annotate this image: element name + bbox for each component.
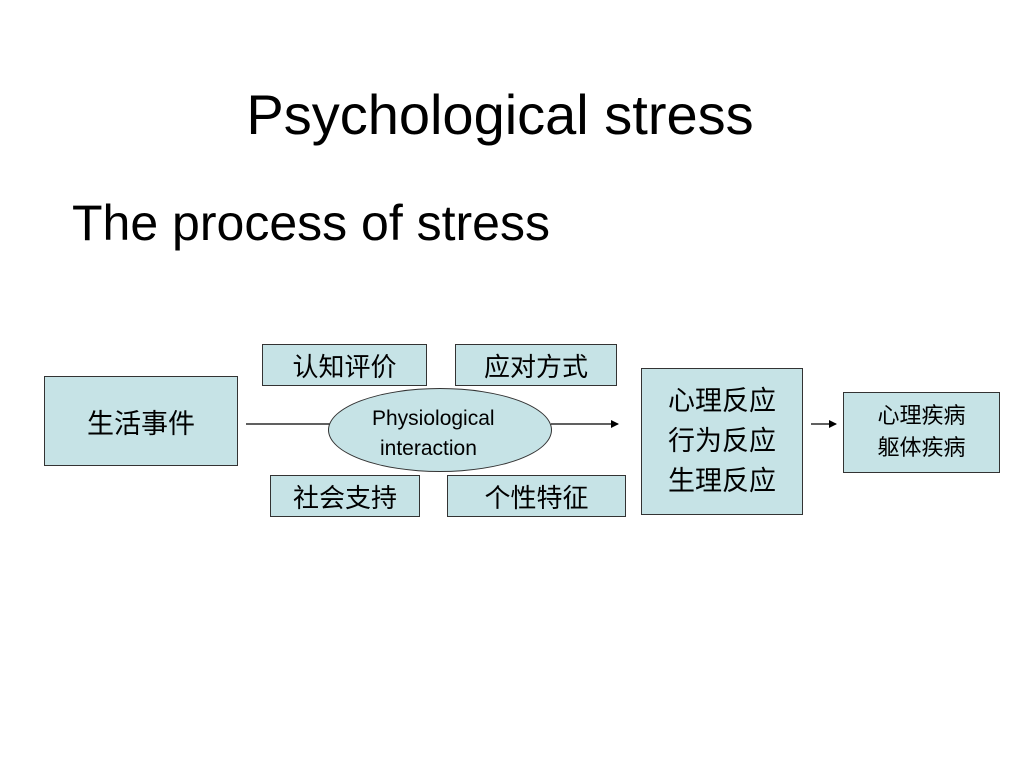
interaction-label-line1: Physiological — [372, 407, 495, 430]
physiological-response-label: 生理反应 — [668, 465, 776, 497]
slide-title: Psychological stress — [246, 83, 754, 146]
coping-style-label: 应对方式 — [483, 352, 588, 383]
coping-style-box: 应对方式 — [455, 344, 617, 386]
psychological-response-label: 心理反应 — [668, 385, 776, 417]
cognitive-appraisal-box: 认知评价 — [262, 344, 427, 386]
social-support-box: 社会支持 — [270, 475, 420, 517]
behavioral-response-label: 行为反应 — [668, 425, 776, 457]
mental-disease-label: 心理疾病 — [877, 403, 966, 429]
responses-box: 心理反应 行为反应 生理反应 — [641, 368, 803, 515]
cognitive-appraisal-label: 认知评价 — [292, 352, 397, 383]
interaction-label-line2: interaction — [380, 437, 477, 460]
personality-box: 个性特征 — [447, 475, 626, 517]
diseases-box: 心理疾病 躯体疾病 — [843, 392, 1000, 473]
physiological-interaction-ellipse — [328, 388, 552, 472]
somatic-disease-label: 躯体疾病 — [877, 435, 966, 461]
slide-subtitle: The process of stress — [72, 195, 550, 251]
social-support-label: 社会支持 — [292, 483, 397, 514]
life-events-label: 生活事件 — [87, 408, 195, 440]
life-events-box: 生活事件 — [44, 376, 238, 466]
personality-label: 个性特征 — [484, 483, 589, 514]
